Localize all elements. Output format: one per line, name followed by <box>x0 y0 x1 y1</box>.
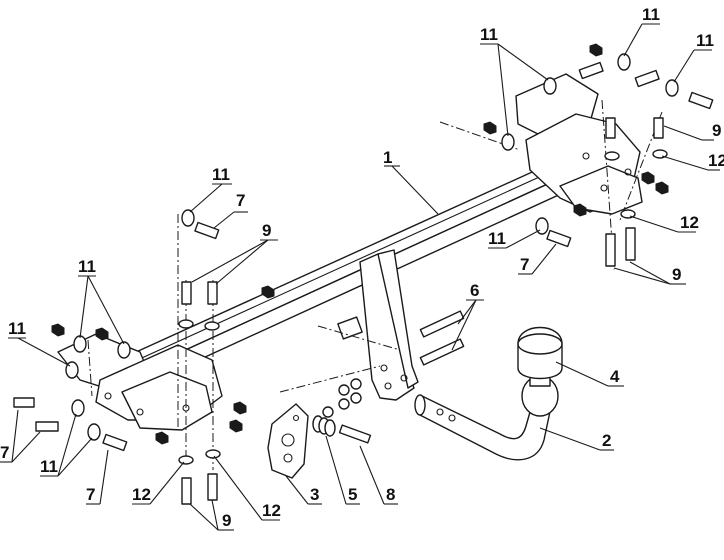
callout-7a: 7 <box>236 191 245 210</box>
vertical-bolts <box>181 117 664 505</box>
tow-ball-cap <box>517 326 563 380</box>
callout-11f: 11 <box>642 5 660 24</box>
spring-washer <box>312 415 336 437</box>
nuts <box>51 43 669 445</box>
callout-6: 6 <box>470 281 479 300</box>
callout-2: 2 <box>602 431 611 450</box>
socket-plate <box>267 403 309 479</box>
callout-11c: 11 <box>8 319 26 338</box>
callout-12d: 12 <box>708 151 724 170</box>
callout-8: 8 <box>386 485 395 504</box>
callout-12b: 12 <box>262 501 281 520</box>
callout-11h: 11 <box>488 229 506 248</box>
callout-11d: 11 <box>40 457 58 476</box>
callout-7c: 7 <box>86 485 95 504</box>
callout-11b: 11 <box>78 257 96 276</box>
callout-12c: 12 <box>680 213 699 232</box>
callout-9b: 9 <box>222 511 231 530</box>
horizontal-bolts <box>13 61 714 452</box>
callout-7b: 7 <box>0 443 9 462</box>
callout-9d: 9 <box>712 121 721 140</box>
callout-9c: 9 <box>672 265 681 284</box>
callout-1: 1 <box>383 148 392 167</box>
callout-11e: 11 <box>480 25 498 44</box>
callout-12a: 12 <box>132 485 151 504</box>
callout-3: 3 <box>310 485 319 504</box>
callout-4: 4 <box>610 367 620 386</box>
center-hitch-bracket <box>337 249 419 401</box>
callout-labels: 1 2 3 4 5 6 7 7 7 7 8 9 9 9 9 11 11 11 1… <box>0 5 724 530</box>
leader-lines <box>0 23 720 531</box>
callout-11g: 11 <box>696 31 714 50</box>
tow-ball-neck <box>414 373 559 461</box>
callout-11a: 11 <box>212 165 230 184</box>
washers <box>65 53 679 465</box>
callout-7d: 7 <box>520 255 529 274</box>
callout-5: 5 <box>348 485 357 504</box>
callout-9a: 9 <box>262 221 271 240</box>
